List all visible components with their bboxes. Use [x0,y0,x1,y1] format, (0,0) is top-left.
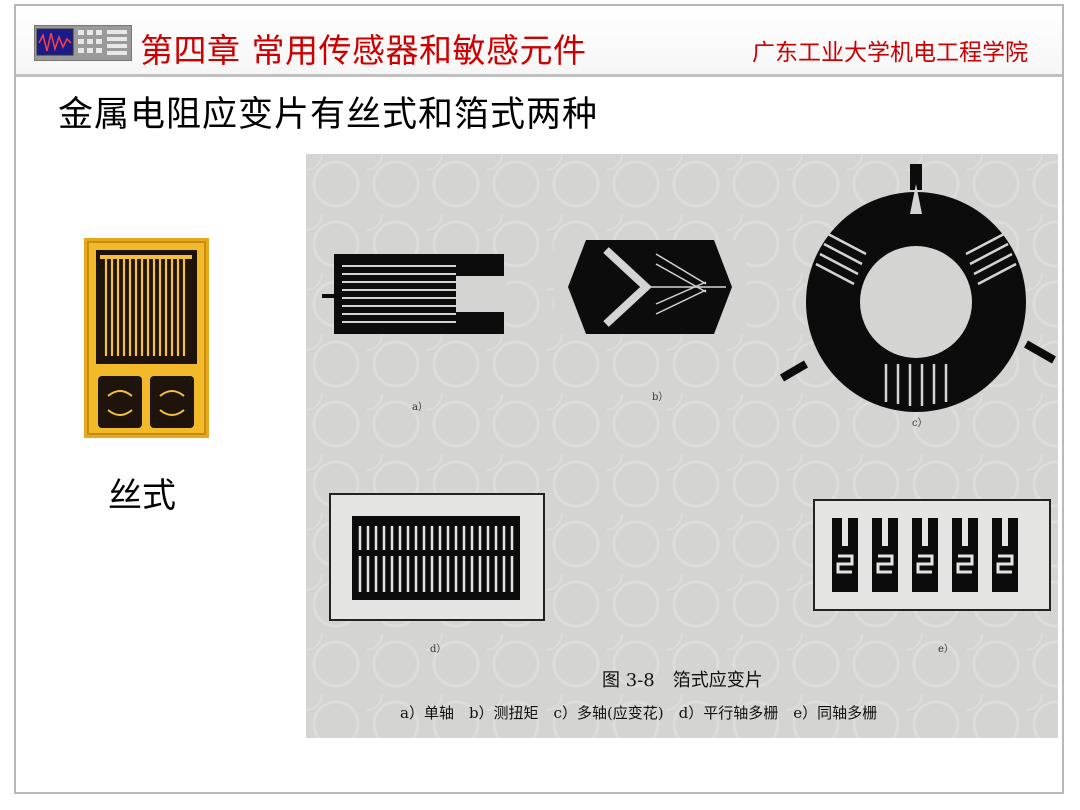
figure-title: 图 3-8 箔式应变片 [602,670,763,691]
sublabel-c: c） [912,417,928,429]
sublabel-d: d） [430,643,446,655]
gauge-c-rosette [779,164,1056,412]
foil-strain-gauge-figure: a） b） c） d） [306,154,1058,738]
gauge-d-parallel-grid [329,493,545,621]
slide-title: 金属电阻应变片有丝式和箔式两种 [58,95,599,135]
gauge-e-coaxial-grid [813,499,1051,611]
gauge-a-single-axis [322,254,506,334]
sublabel-b: b） [652,391,668,403]
oscilloscope-icon [33,24,133,62]
school-name: 广东工业大学机电工程学院 [752,40,1028,66]
wire-type-label: 丝式 [108,476,176,516]
slide-header: 第四章 常用传感器和敏感元件 广东工业大学机电工程学院 [16,6,1062,77]
sublabel-a: a） [412,401,428,413]
chapter-title: 第四章 常用传感器和敏感元件 [140,31,587,70]
sublabel-e: e） [938,643,954,655]
wire-strain-gauge-image [84,238,209,438]
gauge-b-torque [554,240,746,334]
figure-caption-items: a）单轴 b）测扭矩 c）多轴(应变花) d）平行轴多栅 e）同轴多栅 [400,704,878,722]
